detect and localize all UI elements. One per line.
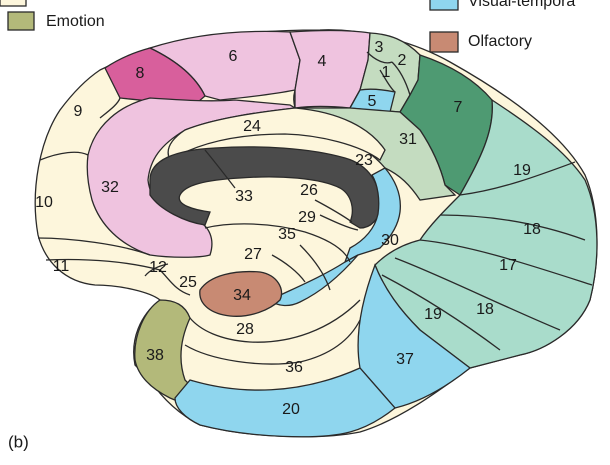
divider-24 <box>293 89 296 109</box>
label-area-3: 3 <box>375 39 384 56</box>
label-area-25: 25 <box>179 274 197 291</box>
divider-28 <box>189 299 361 343</box>
label-area-1: 1 <box>382 64 391 81</box>
label-area-6: 6 <box>229 48 238 65</box>
divider-12 <box>144 263 169 277</box>
legend-swatch-visual <box>429 0 459 11</box>
label-area-27: 27 <box>244 246 262 263</box>
divider-17 <box>419 239 593 286</box>
legend-label-olfactory: Olfactory <box>468 33 532 50</box>
pointer-27 <box>271 254 306 283</box>
divider-3 <box>366 51 393 64</box>
label-area-35: 35 <box>278 226 296 243</box>
label-area-26: 26 <box>300 182 318 199</box>
pointer-29 <box>319 214 359 231</box>
label-area-5: 5 <box>368 93 377 110</box>
divider-19b <box>381 274 501 351</box>
divider-18a <box>439 214 586 241</box>
pointer-35 <box>299 244 331 291</box>
area-20-region <box>174 367 396 438</box>
legend: Emotion Visual-tempora Olfactory <box>0 0 575 53</box>
divider-2 <box>391 61 411 96</box>
label-area-9: 9 <box>74 103 83 120</box>
label-area-23: 23 <box>355 152 373 169</box>
label-area-11: 11 <box>53 258 70 275</box>
divider-36 <box>184 319 361 365</box>
label-area-31: 31 <box>399 131 417 148</box>
label-area-18b: 18 <box>476 301 494 318</box>
label-area-18a: 18 <box>523 221 541 238</box>
label-area-10: 10 <box>35 194 53 211</box>
divider-10-11 <box>37 237 151 256</box>
area-34-region <box>199 270 283 317</box>
label-area-33: 33 <box>235 188 253 205</box>
label-area-12: 12 <box>149 259 167 276</box>
label-area-24: 24 <box>243 118 261 135</box>
label-area-32: 32 <box>101 179 119 196</box>
area-32-region <box>86 97 297 258</box>
pointer-26 <box>314 199 353 223</box>
pointer-33 <box>204 149 236 189</box>
hippocampal-strip <box>268 254 359 307</box>
corpus-callosum <box>149 146 381 229</box>
label-area-19a: 19 <box>513 162 531 179</box>
label-area-38: 38 <box>146 347 164 364</box>
label-area-28: 28 <box>236 321 254 338</box>
area-37-region <box>357 263 472 409</box>
label-area-8: 8 <box>136 65 145 82</box>
legend-swatch-olfactory <box>429 31 459 53</box>
divider-19a <box>459 161 576 196</box>
legend-swatch-emotion <box>7 11 35 31</box>
divider-8-9 <box>99 97 121 119</box>
label-area-30: 30 <box>381 232 399 249</box>
divider-1-2 <box>379 69 396 93</box>
label-area-29: 29 <box>298 209 316 226</box>
divider-12-25 <box>159 269 191 296</box>
divider-9-10 <box>39 151 89 161</box>
label-area-34: 34 <box>233 287 251 304</box>
division-lines <box>37 51 593 365</box>
label-area-4: 4 <box>318 53 327 70</box>
divider-11 <box>45 258 161 271</box>
figure-caption: (b) <box>8 432 29 451</box>
legend-swatch-cut <box>0 0 27 7</box>
legend-label-visual: Visual-tempora <box>468 0 575 10</box>
label-area-19b: 19 <box>424 306 442 323</box>
divider-18b <box>394 257 561 331</box>
label-area-36: 36 <box>285 359 303 376</box>
brain-regions <box>34 29 598 438</box>
divider-inner <box>204 223 351 263</box>
label-area-2: 2 <box>398 52 407 69</box>
label-area-17: 17 <box>499 257 517 274</box>
area-labels: 8 6 4 3 2 1 5 7 9 24 31 32 23 33 26 29 3… <box>35 39 541 418</box>
label-area-20: 20 <box>282 401 300 418</box>
label-area-37: 37 <box>396 351 414 368</box>
legend-label-emotion: Emotion <box>46 13 105 30</box>
label-area-7: 7 <box>454 99 463 116</box>
